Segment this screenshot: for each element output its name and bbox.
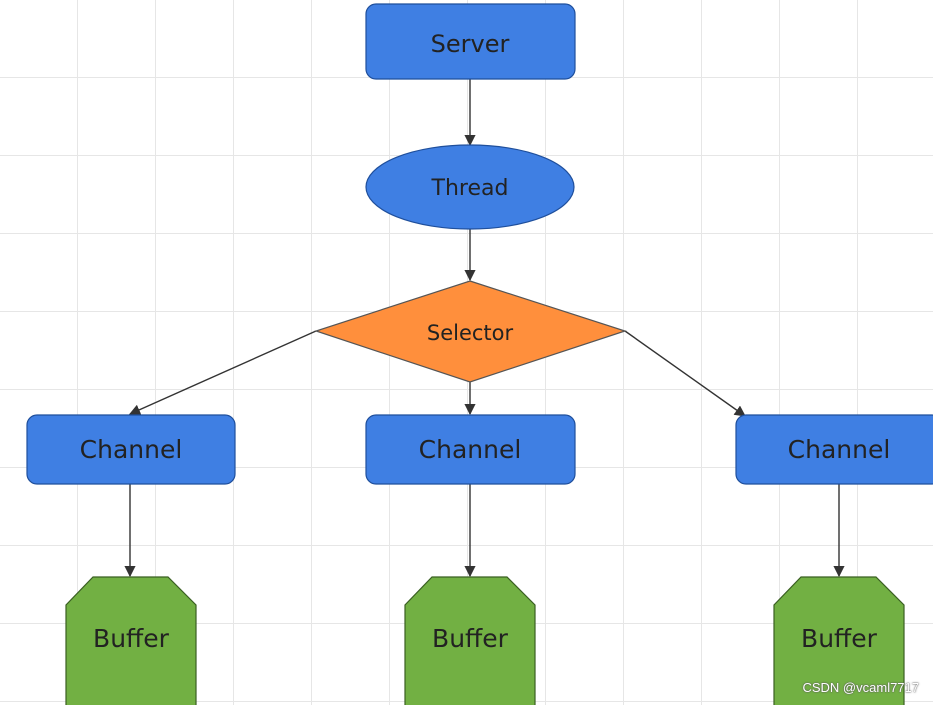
channel-label-3: Channel [788, 435, 891, 464]
edges [124, 79, 845, 578]
selector-node: Selector [314, 280, 627, 383]
channel-node-1: Channel [26, 414, 236, 485]
selector-label: Selector [427, 321, 514, 345]
thread-node: Thread [365, 144, 575, 230]
buffer-label-2: Buffer [432, 624, 509, 653]
buffer-node-3: Buffer [773, 576, 905, 705]
channel-label-1: Channel [80, 435, 183, 464]
buffer-node-1: Buffer [65, 576, 197, 705]
watermark: CSDN @vcaml7717 [802, 680, 919, 695]
channel-label-2: Channel [419, 435, 522, 464]
server-label: Server [431, 30, 510, 58]
buffer-label-3: Buffer [801, 624, 878, 653]
buffer-node-2: Buffer [404, 576, 536, 705]
channel-node-2: Channel [365, 414, 576, 485]
edge-selector-channel-1 [128, 330, 317, 416]
thread-label: Thread [431, 176, 509, 201]
buffer-label-1: Buffer [93, 624, 170, 653]
channel-node-3: Channel [735, 414, 933, 485]
server-node: Server [365, 3, 576, 80]
edge-selector-channel-3 [624, 330, 746, 417]
